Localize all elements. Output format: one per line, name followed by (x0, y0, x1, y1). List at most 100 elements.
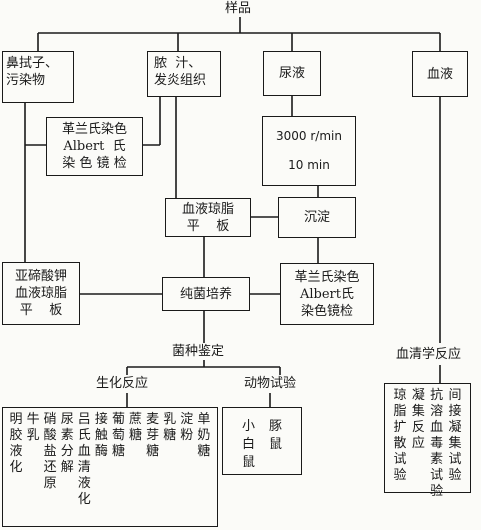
biochemical-test-char: 尿 (60, 412, 74, 427)
biochemical-test-char: 糖 (163, 428, 177, 443)
biochemical-test-char: 清 (77, 460, 91, 475)
biochemical-test-char: 牛 (26, 412, 40, 427)
gram-stain-2-line-1: 革兰氏染色 (294, 269, 360, 285)
biochemical-test-char: 芽 (146, 428, 160, 443)
sediment-box: 沉淀 (278, 197, 356, 238)
animal-char: 鼠 (241, 455, 255, 470)
biochemical-test-column: 淀粉 (180, 412, 194, 522)
biochemical-test-column: 蔗糖 (129, 412, 143, 522)
gram-stain-box-1: 革兰氏染色 Albert 氏 染 色 镜 检 (46, 117, 143, 176)
serology-test-char: 试 (448, 452, 462, 467)
source-pus-line-1: 脓 汁、 (154, 56, 202, 71)
source-urine-label: 尿液 (278, 66, 305, 81)
serology-label: 血清学反应 (396, 346, 462, 363)
biochemical-test-char: 还 (43, 460, 57, 475)
centrifuge-speed: 3000 r/min (276, 129, 342, 143)
biochemical-tests-box: 明胶液化牛乳硝酸盐还原尿素分解吕氏血清液化接触酶葡萄糖蔗糖麦芽糖乳糖淀粉单奶糖 (2, 407, 218, 527)
biochemical-test-column: 乳糖 (163, 412, 177, 522)
biochemical-test-char: 淀 (180, 412, 194, 427)
blood-agar-line-2: 平 板 (186, 218, 230, 234)
animal-test-label: 动物试验 (244, 375, 297, 392)
biochemical-test-char: 葡 (111, 412, 125, 427)
biochemical-test-char: 氏 (77, 428, 91, 443)
tellurite-line-2: 血液琼脂 (14, 286, 67, 301)
biochemical-test-char: 解 (60, 460, 74, 475)
biochemical-test-char: 硝 (43, 412, 57, 427)
biochemical-test-column: 单奶糖 (197, 412, 211, 522)
biochemical-test-char: 化 (9, 460, 23, 475)
serology-test-char: 扩 (393, 420, 407, 435)
animal-columns: 小白鼠豚鼠 (223, 408, 301, 474)
serology-tests-box: 琼脂扩散试验凝集反应抗溶血毒素试验间接凝集试验 (384, 383, 471, 499)
source-pus-line-2: 发炎组织 (154, 73, 207, 88)
biochemical-test-char: 酸 (43, 428, 57, 443)
species-identification-label: 菌种鉴定 (172, 343, 225, 360)
sediment-label: 沉淀 (303, 210, 330, 225)
biochemical-test-char: 素 (60, 428, 74, 443)
pure-culture-box: 纯菌培养 (162, 277, 250, 311)
biochemical-test-char: 接 (94, 412, 108, 427)
gram-stain-2-line-3: 染色镜检 (300, 303, 353, 319)
gram-stain-2-line-2: Albert氏 (300, 286, 354, 302)
biochemical-tests-columns: 明胶液化牛乳硝酸盐还原尿素分解吕氏血清液化接触酶葡萄糖蔗糖麦芽糖乳糖淀粉单奶糖 (3, 408, 217, 526)
biochemical-test-char: 粉 (180, 428, 194, 443)
source-nasal-line-2: 污染物 (6, 73, 46, 88)
serology-test-char: 琼 (393, 388, 407, 403)
animal-char: 小 (241, 419, 255, 434)
serology-test-char: 集 (448, 436, 462, 451)
serology-test-column: 间接凝集试验 (448, 388, 462, 488)
serology-test-char: 试 (393, 452, 407, 467)
biochemical-test-column: 麦芽糖 (146, 412, 160, 522)
biochemical-test-char: 糖 (146, 444, 160, 459)
tellurite-line-3: 平 板 (19, 303, 63, 318)
serology-test-column: 琼脂扩散试验 (393, 388, 407, 488)
biochemical-test-char: 血 (77, 444, 91, 459)
biochemical-test-column: 葡萄糖 (111, 412, 125, 522)
source-nasal-box: 鼻拭子、 污染物 (2, 51, 74, 103)
animal-column: 小白鼠 (241, 418, 256, 470)
biochemical-test-char: 吕 (77, 412, 91, 427)
animal-test-box: 小白鼠豚鼠 (222, 407, 302, 475)
serology-test-char: 毒 (430, 436, 444, 451)
animal-char: 白 (241, 437, 255, 452)
serology-test-char: 素 (430, 452, 444, 467)
biochemical-label: 生化反应 (96, 375, 149, 392)
source-nasal-line-1: 鼻拭子、 (6, 56, 59, 71)
serology-test-column: 凝集反应 (411, 388, 425, 488)
centrifuge-time: 10 min (288, 158, 330, 172)
biochemical-test-char: 单 (197, 412, 211, 427)
serology-test-char: 散 (393, 436, 407, 451)
biochemical-test-char: 胶 (9, 428, 23, 443)
serology-test-char: 试 (430, 468, 444, 483)
biochemical-test-char: 糖 (111, 444, 125, 459)
biochemical-test-char: 奶 (197, 428, 211, 443)
biochemical-test-char: 原 (43, 476, 57, 491)
serology-test-char: 凝 (411, 388, 425, 403)
root-label: 样品 (225, 0, 252, 17)
serology-test-char: 集 (411, 404, 425, 419)
source-blood-label: 血液 (426, 66, 453, 82)
serology-test-char: 间 (448, 388, 462, 403)
pure-culture-label: 纯菌培养 (179, 286, 232, 302)
serology-test-char: 溶 (430, 404, 444, 419)
biochemical-test-char: 酶 (94, 444, 108, 459)
biochemical-test-char: 蔗 (129, 412, 143, 427)
serology-test-column: 抗溶血毒素试验 (430, 388, 444, 499)
source-urine-box: 尿液 (263, 51, 321, 96)
biochemical-test-column: 硝酸盐还原 (43, 412, 57, 522)
biochemical-test-column: 接触酶 (94, 412, 108, 522)
biochemical-test-char: 明 (9, 412, 23, 427)
biochemical-test-char: 乳 (26, 428, 40, 443)
biochemical-test-column: 牛乳 (26, 412, 40, 522)
gram-stain-box-2: 革兰氏染色 Albert氏 染色镜检 (280, 263, 374, 325)
serology-test-char: 应 (411, 436, 425, 451)
tellurite-agar-box: 亚碲酸钾 血液琼脂 平 板 (2, 262, 80, 325)
centrifuge-box: 3000 r/min 10 min (262, 116, 356, 186)
source-pus-box: 脓 汁、 发炎组织 (147, 51, 221, 97)
tellurite-line-1: 亚碲酸钾 (14, 269, 67, 284)
biochemical-test-char: 液 (9, 444, 23, 459)
biochemical-test-char: 乳 (163, 412, 177, 427)
biochemical-test-char: 麦 (146, 412, 160, 427)
animal-char: 豚 (268, 419, 282, 434)
